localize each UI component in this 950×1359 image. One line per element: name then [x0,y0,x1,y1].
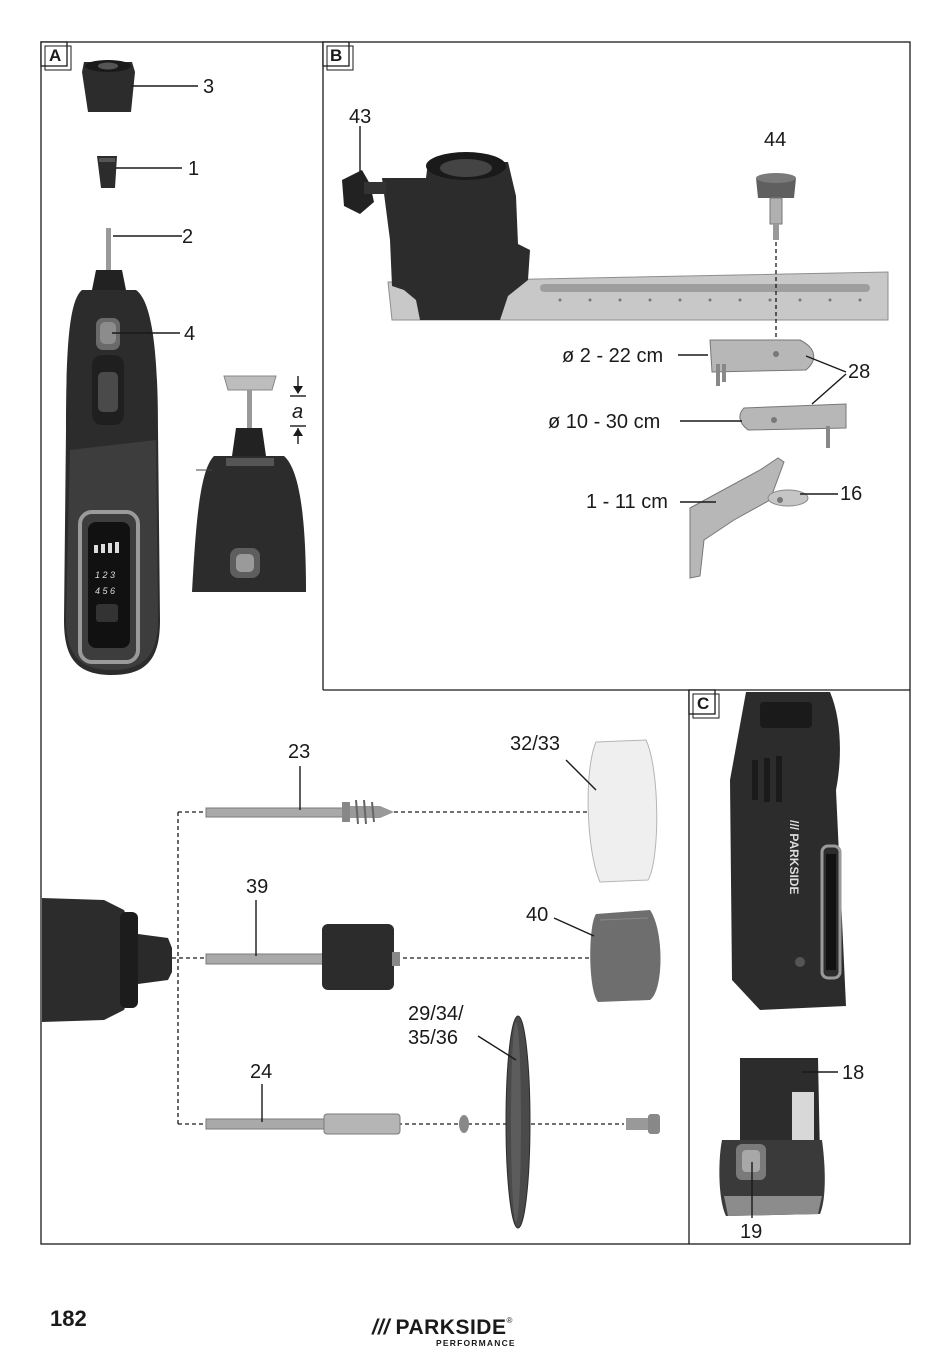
small-circle-plate-illustration [709,339,815,386]
tool-nose-illustration [42,898,172,1022]
brand-subtitle: PERFORMANCE [436,1338,516,1348]
grinding-drum-illustration [590,910,661,1002]
felt-polishing-wheel-illustration [587,739,658,883]
label-28: 28 [848,361,870,383]
drum-mandrel-illustration [205,924,400,990]
figure-sheet: A B C 3 1 1 2 3 4 5 6 [40,41,911,1245]
battery-pack-illustration [719,1058,825,1216]
disc-mandrel-illustration [205,1113,660,1135]
label-39: 39 [246,876,268,898]
center-pin-illustration [756,173,796,240]
straight-guide-illustration [689,457,809,579]
page-number: 182 [50,1306,87,1331]
section-label-b: B [330,46,342,65]
depth-detail-illustration [192,370,307,592]
depth-dimension-arrows: a [290,376,306,444]
brand-name: PARKSIDE [395,1316,507,1339]
label-18: 18 [842,1062,864,1084]
label-3: 3 [203,76,214,98]
section-label-c: C [697,694,709,713]
label-24: 24 [250,1061,272,1083]
section-tag-b: B [322,41,354,71]
tool-with-battery-illustration: /// PARKSIDE [730,692,846,1010]
label-19: 19 [740,1221,762,1243]
label-range-guide: 1 - 11 cm [586,491,668,513]
collet-cap-illustration [82,60,135,112]
label-23: 23 [288,741,310,763]
brand-mark: /// [372,1316,390,1339]
cutting-disc-illustration [505,1015,531,1229]
label-range-large: ø 10 - 30 cm [548,411,660,433]
large-circle-plate-illustration [739,403,847,448]
panel-frames [40,41,911,1245]
label-1: 1 [188,158,199,180]
section-label-a: A [49,46,61,65]
section-tag-c: C [688,689,720,719]
side-brand-text: /// PARKSIDE [787,820,801,894]
brand-logo: ///PARKSIDE® PERFORMANCE [372,1316,552,1348]
label-range-small: ø 2 - 22 cm [562,345,663,367]
label-a-depth: a [292,401,303,423]
collet-illustration [97,156,117,188]
label-44: 44 [764,129,786,151]
rotary-tool-illustration: 1 2 3 4 5 6 [64,228,160,675]
label-32-33: 32/33 [510,733,560,755]
label-40: 40 [526,904,548,926]
label-4: 4 [184,323,195,345]
circle-cutter-guide-illustration [342,152,889,321]
label-disc-line1: 29/34/ [408,1003,464,1025]
display-row-1: 1 2 3 [95,570,115,580]
display-row-2: 4 5 6 [95,586,115,596]
label-disc-line2: 35/36 [408,1027,458,1049]
screw-mandrel-illustration [205,799,394,825]
dashed-connectors [172,811,624,1125]
label-16: 16 [840,483,862,505]
section-tag-a: A [40,41,72,71]
label-43: 43 [349,106,371,128]
label-2: 2 [182,226,193,248]
